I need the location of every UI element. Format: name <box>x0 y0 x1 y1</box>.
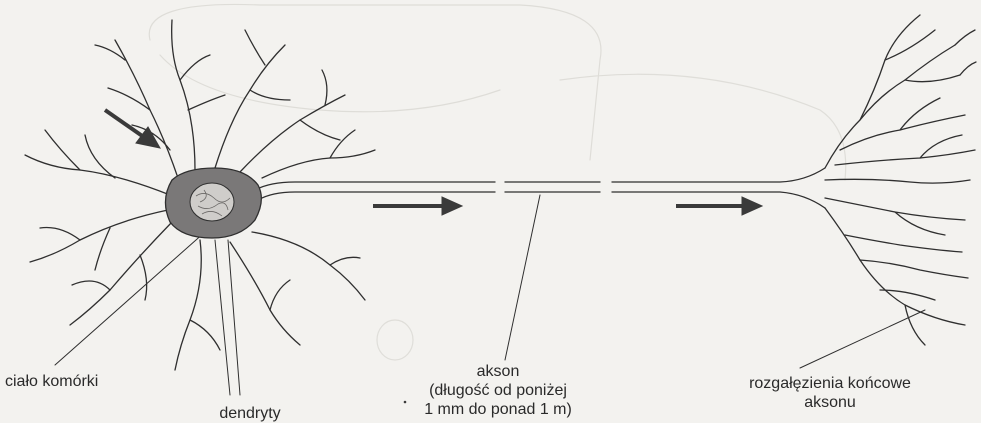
arrow-into-cell-body-icon <box>105 110 160 148</box>
label-terminals-2: aksonu <box>700 393 960 412</box>
axon-direction-arrow-2-icon <box>676 197 762 215</box>
label-axon-length-1: (długość od poniżej <box>398 381 598 400</box>
axon-terminals <box>825 15 976 345</box>
label-axon-title: akson <box>398 362 598 381</box>
label-axon: akson (długość od poniżej 1 mm do ponad … <box>398 362 598 419</box>
label-axon-length-2: 1 mm do ponad 1 m) <box>398 400 598 419</box>
label-terminals-1: rozgałęzienia końcowe <box>700 374 960 393</box>
axon-direction-arrow-1-icon <box>373 197 462 215</box>
label-dendrites: dendryty <box>200 404 300 423</box>
label-terminals: rozgałęzienia końcowe aksonu <box>700 374 960 412</box>
nucleus <box>190 183 234 221</box>
label-dendrites-text: dendryty <box>219 405 280 422</box>
label-cell-body-text: ciało komórki <box>5 373 98 390</box>
axon <box>255 168 825 208</box>
label-cell-body: ciało komórki <box>5 372 98 391</box>
